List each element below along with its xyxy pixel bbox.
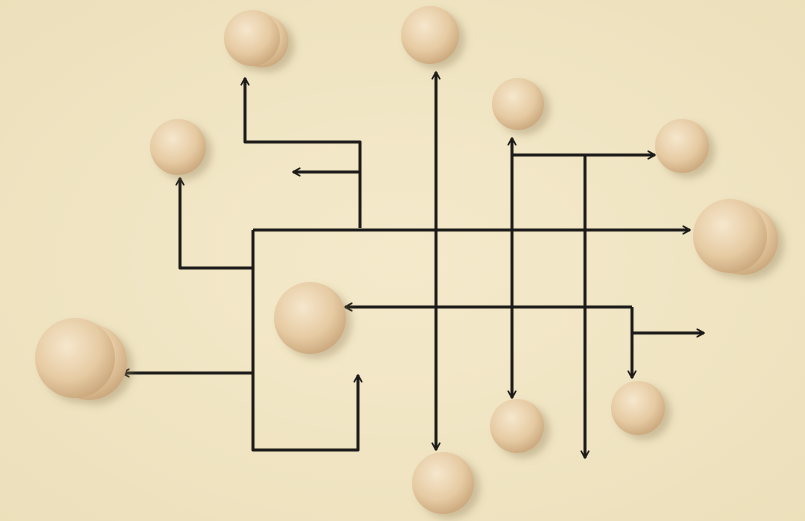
- figure-head: [693, 199, 767, 273]
- arrow-line: [245, 78, 362, 228]
- wooden-figure: [224, 10, 289, 68]
- figure-head: [412, 452, 474, 514]
- figure-head: [224, 10, 280, 66]
- arrow-network: [122, 72, 704, 458]
- wooden-figure: [150, 119, 206, 175]
- figure-head: [655, 119, 709, 173]
- wooden-figure: [492, 78, 544, 130]
- arrow-line: [180, 178, 253, 270]
- wooden-figure: [401, 6, 459, 64]
- wooden-figure: [611, 381, 665, 435]
- wooden-figure: [655, 119, 709, 173]
- wooden-figures: [35, 6, 779, 514]
- arrow-line: [251, 230, 358, 452]
- wooden-figure: [490, 399, 544, 453]
- figure-head: [492, 78, 544, 130]
- figure-head: [490, 399, 544, 453]
- figure-head: [274, 282, 346, 354]
- figure-head: [150, 119, 206, 175]
- wooden-figure: [274, 282, 346, 354]
- wooden-figure: [693, 199, 779, 275]
- wooden-figure: [412, 452, 474, 514]
- figure-head: [611, 381, 665, 435]
- figure-head: [35, 318, 115, 398]
- wooden-figure: [35, 318, 127, 400]
- figure-head: [401, 6, 459, 64]
